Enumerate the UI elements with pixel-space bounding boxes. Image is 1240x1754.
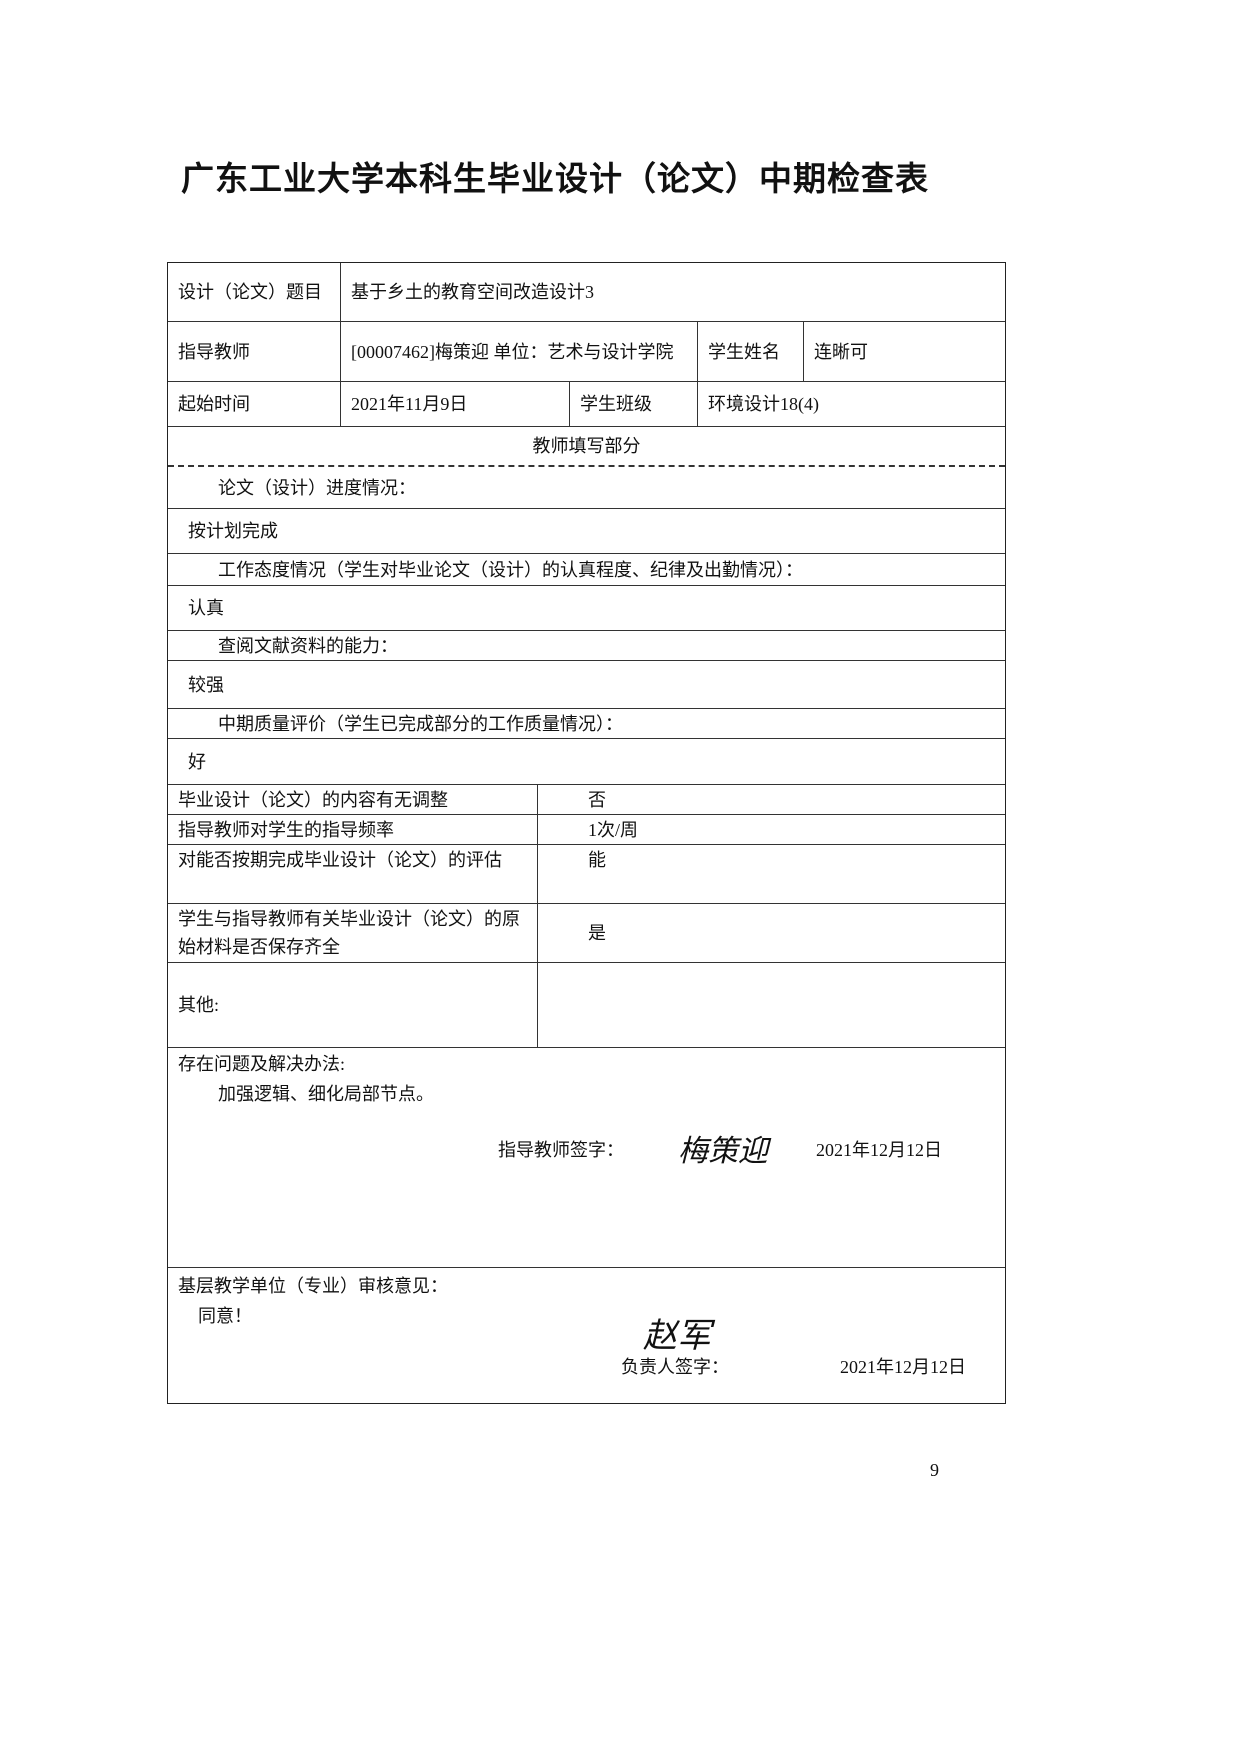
start-label: 起始时间 <box>178 394 250 414</box>
review-section: 基层教学单位（专业）审核意见： 同意！ 赵军 负责人签字： 2021年12月12… <box>168 1268 1005 1405</box>
page-title: 广东工业大学本科生毕业设计（论文）中期检查表 <box>181 159 929 198</box>
check-value: 能 <box>537 845 1005 903</box>
progress-value-row: 按计划完成 <box>168 509 1005 554</box>
advisor-sign-label: 指导教师签字： <box>498 1140 624 1160</box>
literature-label: 查阅文献资料的能力： <box>218 635 398 656</box>
progress-value: 按计划完成 <box>188 521 278 541</box>
quality-value: 好 <box>188 751 206 772</box>
topic-label: 设计（论文）题目 <box>178 282 322 302</box>
literature-value: 较强 <box>188 674 224 695</box>
reviewer-sign-date: 2021年12月12日 <box>840 1357 966 1377</box>
quality-label: 中期质量评价（学生已完成部分的工作质量情况）： <box>218 713 623 734</box>
problems-value: 加强逻辑、细化局部节点。 <box>218 1084 434 1104</box>
reviewer-signature: 赵军 <box>643 1316 711 1356</box>
class-label: 学生班级 <box>569 382 697 426</box>
problems-label: 存在问题及解决办法: <box>178 1054 346 1074</box>
check-row: 对能否按期完成毕业设计（论文）的评估 能 <box>168 845 1005 904</box>
literature-label-row: 查阅文献资料的能力： <box>168 631 1005 661</box>
check-value: 是 <box>537 904 1005 962</box>
topic-value: 基于乡土的教育空间改造设计3 <box>340 263 1005 321</box>
review-value: 同意！ <box>198 1306 252 1326</box>
check-row: 学生与指导教师有关毕业设计（论文）的原始材料是否保存齐全 是 <box>168 904 1005 963</box>
quality-value-row: 好 <box>168 739 1005 785</box>
advisor-label: 指导教师 <box>178 341 250 362</box>
start-value: 2021年11月9日 <box>340 382 569 426</box>
page-number: 9 <box>930 1460 939 1480</box>
attitude-label: 工作态度情况（学生对毕业论文（设计）的认真程度、纪律及出勤情况）： <box>218 559 803 580</box>
midterm-check-table: 设计（论文）题目 基于乡土的教育空间改造设计3 指导教师 [00007462]梅… <box>167 262 1006 1404</box>
check-value: 否 <box>537 785 1005 814</box>
check-value: 1次/周 <box>537 815 1005 844</box>
attitude-value: 认真 <box>188 598 224 618</box>
topic-row: 设计（论文）题目 基于乡土的教育空间改造设计3 <box>168 263 1005 322</box>
problems-section: 存在问题及解决办法: 加强逻辑、细化局部节点。 指导教师签字： 梅策迎 2021… <box>168 1048 1005 1268</box>
check-row: 指导教师对学生的指导频率 1次/周 <box>168 815 1005 845</box>
progress-label-row: 论文（设计）进度情况： <box>168 467 1005 509</box>
literature-value-row: 较强 <box>168 661 1005 709</box>
advisor-sign-date: 2021年12月12日 <box>816 1140 942 1160</box>
start-row: 起始时间 2021年11月9日 学生班级 环境设计18(4) <box>168 382 1005 427</box>
quality-label-row: 中期质量评价（学生已完成部分的工作质量情况）： <box>168 709 1005 739</box>
student-name-label: 学生姓名 <box>697 322 803 381</box>
check-label: 对能否按期完成毕业设计（论文）的评估 <box>178 850 502 870</box>
progress-label: 论文（设计）进度情况： <box>218 477 416 498</box>
check-value <box>537 963 1005 1047</box>
class-value: 环境设计18(4) <box>697 382 1005 426</box>
teacher-section-heading-row: 教师填写部分 <box>168 427 1005 467</box>
teacher-section-heading: 教师填写部分 <box>532 436 641 456</box>
student-name-value: 连晰可 <box>803 322 1005 381</box>
check-row: 其他: <box>168 963 1005 1048</box>
advisor-value: [00007462]梅策迎 单位：艺术与设计学院 <box>340 322 697 381</box>
check-label: 毕业设计（论文）的内容有无调整 <box>178 789 448 810</box>
check-label: 指导教师对学生的指导频率 <box>178 819 394 840</box>
attitude-value-row: 认真 <box>168 586 1005 631</box>
attitude-label-row: 工作态度情况（学生对毕业论文（设计）的认真程度、纪律及出勤情况）： <box>168 554 1005 586</box>
check-row: 毕业设计（论文）的内容有无调整 否 <box>168 785 1005 815</box>
reviewer-sign-label: 负责人签字： <box>621 1357 729 1377</box>
check-label: 学生与指导教师有关毕业设计（论文）的原始材料是否保存齐全 <box>178 909 520 957</box>
advisor-signature: 梅策迎 <box>678 1134 768 1169</box>
check-label: 其他: <box>178 995 220 1015</box>
advisor-row: 指导教师 [00007462]梅策迎 单位：艺术与设计学院 学生姓名 连晰可 <box>168 322 1005 382</box>
review-label: 基层教学单位（专业）审核意见： <box>178 1276 448 1296</box>
